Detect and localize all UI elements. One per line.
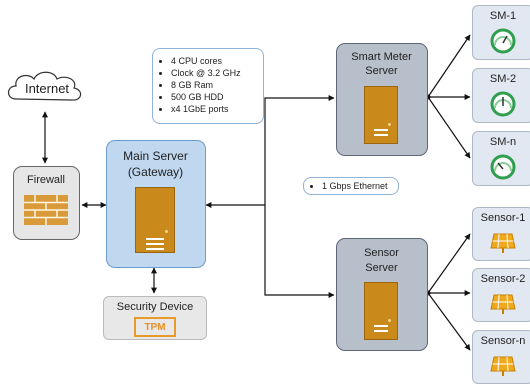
internet-label: Internet xyxy=(24,81,70,96)
sensor-sn-link xyxy=(427,292,471,351)
sensor-server-box: Sensor Server xyxy=(336,238,428,351)
server-tower-icon xyxy=(364,282,398,340)
solar-panel-icon xyxy=(490,356,516,376)
sensor-s1-link xyxy=(427,233,471,294)
spec-item: 500 GB HDD xyxy=(171,91,259,103)
main-server-box: Main Server (Gateway) xyxy=(106,140,206,268)
solar-panel-icon xyxy=(490,294,516,314)
smart-meter-label: SM-n xyxy=(489,136,517,148)
brick-wall-icon xyxy=(24,195,68,225)
main-server-subtitle: (Gateway) xyxy=(127,165,184,179)
spec-item: 8 GB Ram xyxy=(171,79,259,91)
smart-meter-server-title: Smart Meter xyxy=(351,51,412,63)
main-server-title: Main Server xyxy=(123,149,188,163)
sensor-label: Sensor-1 xyxy=(480,212,526,224)
smart-meter-server-subtitle: Server xyxy=(365,65,398,77)
security-device-box: Security Device TPM xyxy=(103,296,207,340)
smart-meter-label: SM-2 xyxy=(489,73,517,85)
firewall-label: Firewall xyxy=(27,174,65,186)
smart-meter-device: SM-n xyxy=(472,131,530,186)
specs-callout: 4 CPU cores Clock @ 3.2 GHz 8 GB Ram 500… xyxy=(152,48,264,124)
ethernet-callout: 1 Gbps Ethernet xyxy=(303,177,399,195)
smart-meter-server-box: Smart Meter Server xyxy=(336,43,428,156)
sensor-server-subtitle: Server xyxy=(365,262,398,274)
server-tower-icon xyxy=(135,187,175,253)
sensor-label: Sensor-2 xyxy=(480,273,526,285)
server-tower-icon xyxy=(364,86,398,144)
gauge-icon xyxy=(490,28,516,54)
gauge-icon xyxy=(490,91,516,117)
firewall-box: Firewall xyxy=(13,166,80,240)
sensor-device: Sensor-1 xyxy=(472,207,530,261)
bus-sensor-link xyxy=(264,205,335,298)
bus-smartmeter-link xyxy=(264,95,335,205)
sensor-label: Sensor-n xyxy=(480,335,526,347)
specs-list: 4 CPU cores Clock @ 3.2 GHz 8 GB Ram 500… xyxy=(157,55,259,115)
smartmeter-sm1-link xyxy=(427,34,471,98)
spec-item: x4 1GbE ports xyxy=(171,103,259,115)
internet-cloud-shape xyxy=(7,71,82,101)
ethernet-note: 1 Gbps Ethernet xyxy=(322,180,394,192)
sensor-server-title: Sensor xyxy=(364,247,399,259)
gauge-icon xyxy=(490,154,516,180)
smart-meter-label: SM-1 xyxy=(489,10,517,22)
sensor-device: Sensor-n xyxy=(472,330,530,384)
smart-meter-device: SM-1 xyxy=(472,5,530,60)
smartmeter-smn-link xyxy=(427,96,471,159)
security-device-label: Security Device xyxy=(116,301,194,313)
ethernet-note-list: 1 Gbps Ethernet xyxy=(308,180,394,192)
solar-panel-icon xyxy=(490,233,516,253)
smart-meter-device: SM-2 xyxy=(472,68,530,123)
spec-item: 4 CPU cores xyxy=(171,55,259,67)
spec-item: Clock @ 3.2 GHz xyxy=(171,67,259,79)
tpm-chip-icon: TPM xyxy=(134,317,176,337)
sensor-device: Sensor-2 xyxy=(472,268,530,322)
